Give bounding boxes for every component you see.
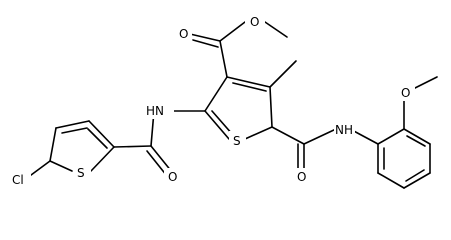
bond-clthiophene-c4-c5: [49, 127, 57, 162]
bond-ring-c3-c4-outer: [226, 76, 271, 88]
atom-label: HN: [146, 104, 164, 118]
atom-label: O: [250, 15, 259, 29]
atom-label: O: [168, 170, 177, 184]
label-background: [293, 168, 311, 185]
chemical-structure-diagram: O O HN S O S: [11, 13, 438, 189]
atom-s-thiophene-main: S: [229, 131, 246, 148]
label-background: [73, 164, 91, 181]
atom-label: S: [77, 166, 85, 180]
atom-nh-amide-left: HN: [145, 102, 174, 119]
bond-ring-c3-c4-inner: [232, 82, 267, 92]
bond-ester-to-ring: [219, 40, 228, 78]
bond-left-carbonyl-inner: [146, 150, 168, 177]
label-background: [245, 13, 265, 30]
atom-labels-group: O O HN S O S: [11, 13, 415, 188]
atom-label: O: [401, 86, 410, 100]
bond-right-carbonyl-to-ring: [271, 126, 305, 145]
bond-clthiophene-c5-s: [49, 160, 73, 172]
bond-ester-carbonyl-outer: [189, 33, 221, 42]
bond-right-carbonyl-to-nh: [303, 128, 337, 145]
label-background: [11, 171, 31, 188]
atom-o-carbonyl-left: O: [164, 168, 183, 185]
bond-clthiophene-inner-c2-c3: [87, 128, 108, 149]
bond-aryl-c2-c3: [403, 128, 431, 145]
atom-nh-amide-right: NH: [334, 120, 355, 138]
bond-ester-carbonyl-inner: [192, 39, 219, 48]
atom-label: S: [233, 134, 241, 148]
bonds-group: [26, 21, 438, 189]
bond-clthiophene-c2-c3: [88, 120, 115, 148]
atom-o-carbonyl-ester: O: [175, 25, 192, 41]
bond-aryl-inner-1: [406, 135, 426, 147]
bond-clthiophene-c3-c4-outer: [55, 120, 90, 129]
bond-left-carbonyl-to-thiophene: [113, 145, 152, 148]
atom-label: O: [297, 170, 306, 184]
bond-ring-s-c5: [244, 126, 273, 140]
bond-methoxy-methyl: [410, 76, 438, 91]
atom-o-ester: O: [245, 13, 265, 30]
bond-aryl-c4-c5: [403, 172, 431, 189]
bond-ring-c3-c2: [204, 76, 228, 112]
label-background: [145, 102, 174, 119]
bond-ring-c4-c5: [269, 86, 273, 128]
bond-aryl-c1-c2: [377, 128, 405, 145]
bond-aryl-inner-2: [405, 169, 425, 182]
label-background: [229, 131, 246, 148]
molecule-svg: O O HN S O S: [11, 13, 438, 189]
bond-left-carbonyl-outer: [150, 145, 173, 173]
bond-ring-methyl: [269, 60, 297, 88]
atom-o-carbonyl-right: O: [293, 168, 311, 185]
label-background: [397, 84, 415, 101]
bond-ester-oxygen: [219, 21, 246, 42]
atom-cl-substituent: Cl: [11, 171, 31, 188]
bond-aryl-c5-c6: [377, 172, 405, 189]
atom-label: O: [179, 27, 188, 41]
atom-label: NH: [335, 123, 353, 137]
bond-clthiophene-c3-c4-inner: [61, 127, 88, 134]
atom-o-methoxy: O: [397, 84, 415, 101]
bond-clthiophene-s-c2: [90, 146, 115, 172]
label-background: [334, 120, 355, 138]
bond-ring-c2-s-outer: [204, 110, 230, 140]
label-background: [175, 25, 192, 41]
bond-ester-methyl: [264, 21, 288, 38]
label-background: [164, 168, 183, 185]
atom-label: Cl: [12, 173, 24, 187]
atom-s-thiophene-cl: S: [73, 164, 91, 181]
